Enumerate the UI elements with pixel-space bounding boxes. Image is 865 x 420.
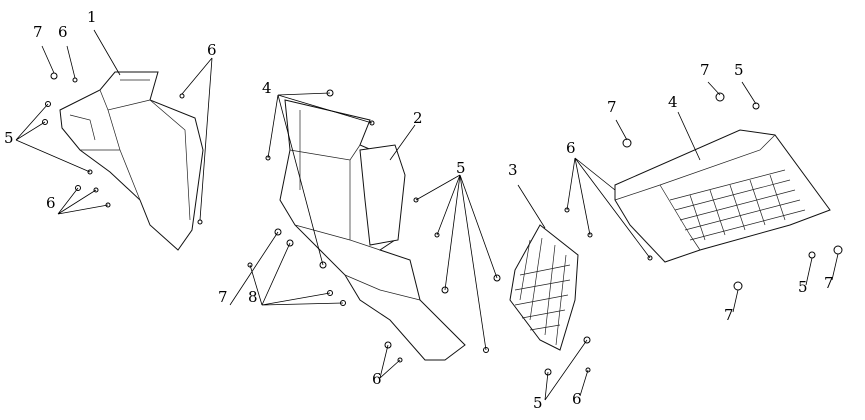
callout-3: 3 [508, 161, 518, 179]
callout-7: 7 [724, 306, 734, 324]
part-4-floor-panel [614, 129, 831, 263]
callout-6: 6 [566, 139, 576, 157]
callout-6: 6 [58, 23, 68, 41]
callout-4: 4 [668, 93, 678, 111]
leader-lines [15, 29, 839, 401]
part-1-left-side-cover [59, 71, 204, 251]
callout-5: 5 [533, 394, 543, 412]
callout-6: 6 [372, 370, 382, 388]
callout-2: 2 [413, 109, 423, 127]
callout-1: 1 [87, 8, 97, 26]
callout-5: 5 [456, 159, 466, 177]
part-2-center-cover [279, 99, 466, 361]
callout-7: 7 [700, 61, 710, 79]
callout-7: 7 [607, 98, 617, 116]
callout-7: 7 [824, 274, 834, 292]
part-3-grille [509, 224, 579, 351]
callout-5: 5 [4, 129, 14, 147]
callout-8: 8 [248, 288, 258, 306]
callout-7: 7 [218, 288, 228, 306]
callout-6: 6 [572, 390, 582, 408]
callout-5: 5 [734, 61, 744, 79]
callout-4: 4 [262, 79, 272, 97]
callout-7: 7 [33, 23, 43, 41]
callout-6: 6 [46, 194, 56, 212]
callout-5: 5 [798, 278, 808, 296]
callout-6: 6 [207, 41, 217, 59]
